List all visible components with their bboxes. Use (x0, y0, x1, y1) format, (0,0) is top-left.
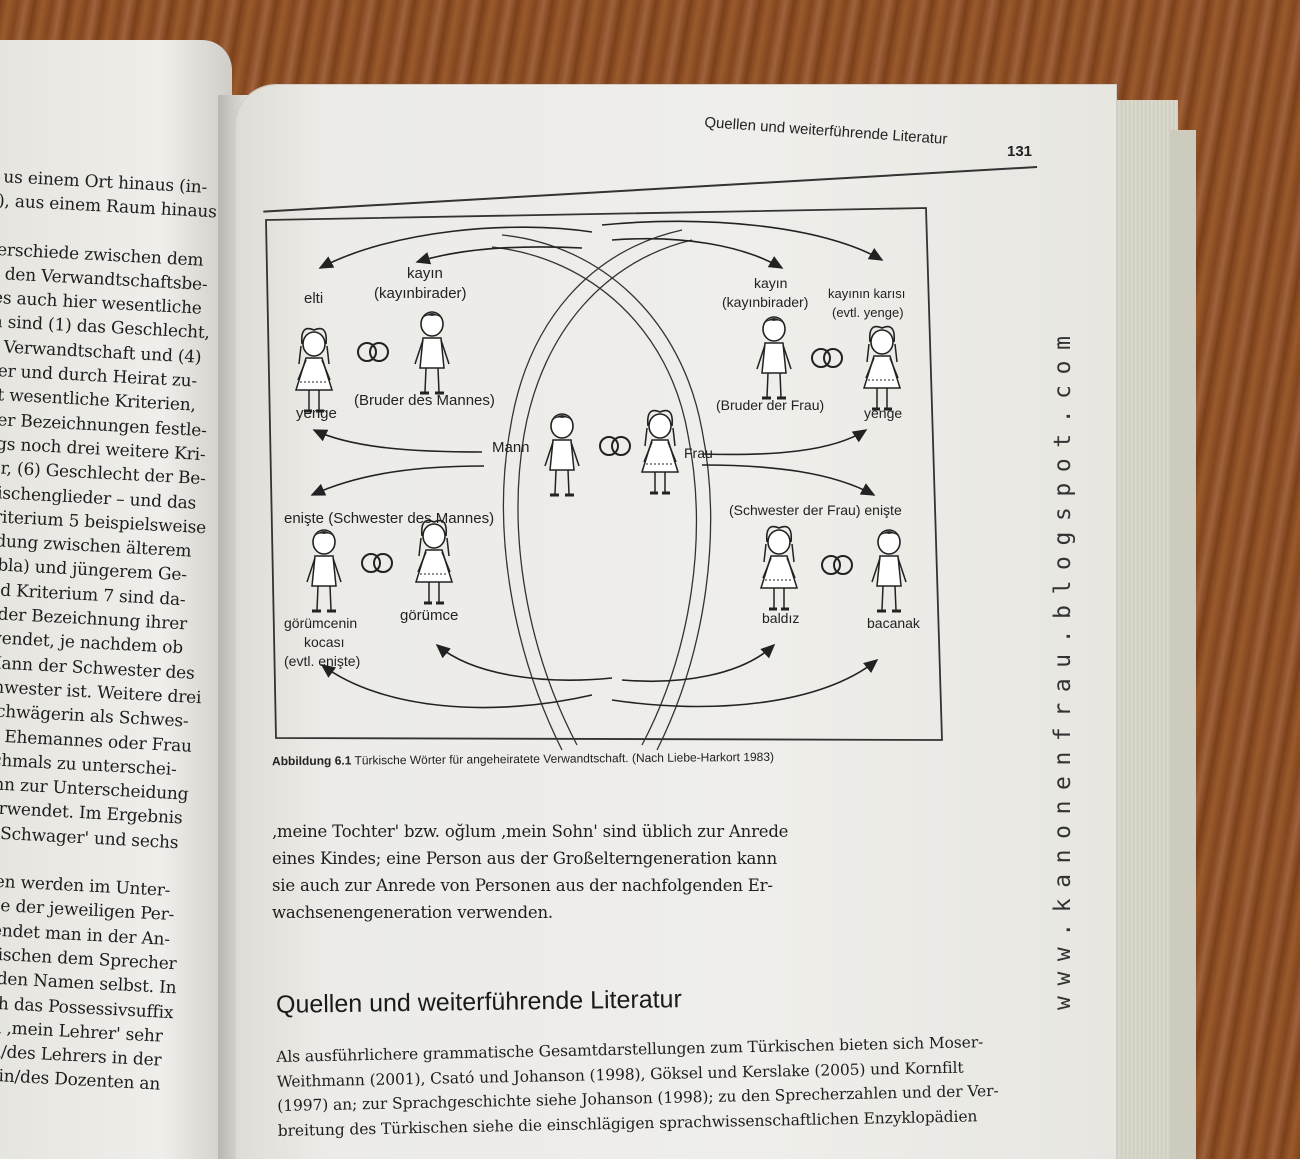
literature-paragraph: Als ausführlichere grammatische Gesamtda… (276, 1028, 1068, 1143)
label-bruder-des-mannes: (Bruder des Mannes) (354, 392, 495, 409)
arrow-baldiz (621, 643, 776, 683)
arrow-kayin-left (415, 246, 583, 265)
text-line: eines Kindes; eine Person aus der Großel… (272, 849, 777, 868)
label-kayin-left: kayın (407, 265, 443, 282)
label-bruder-der-frau: (Bruder der Frau) (716, 397, 824, 413)
arrow-gorumcenin-kocasi (320, 664, 593, 709)
label-gorumce: görümce (400, 607, 458, 624)
arrow-bacanak (611, 658, 879, 708)
rings-center (599, 436, 631, 456)
label-kocasi: kocası (304, 634, 344, 650)
page-number: 131 (1007, 143, 1033, 160)
loop-arc-3 (501, 234, 712, 751)
figure-gorumcenin-kocasi-boy (305, 528, 343, 613)
section-heading: Quellen und weiterführende Literatur (275, 985, 682, 1019)
label-kayinbirader-right: (kayınbirader) (722, 294, 808, 310)
figure-kayin-boy-right (755, 315, 793, 400)
book-cover-edge (1170, 130, 1196, 1159)
label-elti: elti (304, 290, 323, 307)
label-mann: Mann (492, 439, 530, 456)
label-baldiz: baldız (762, 610, 799, 626)
arrow-kayinin-karisi (601, 220, 884, 261)
arrow-yenge-left (312, 429, 483, 453)
text-line: ‚meine Tochter' bzw. oğlum ‚mein Sohn' s… (272, 822, 789, 841)
rings-right-top (811, 348, 843, 368)
label-yenge-right: yenge (864, 405, 902, 421)
arrow-yenge-right (701, 429, 868, 456)
kinship-diagram: elti kayın (kayınbirader) yenge (Bruder … (265, 207, 943, 751)
label-yenge-left: yenge (296, 405, 337, 422)
body-paragraph: ‚meine Tochter' bzw. oğlum ‚mein Sohn' s… (272, 818, 832, 926)
label-kayin-right: kayın (754, 275, 787, 291)
figure-bacanak-boy (870, 528, 908, 613)
loop-arc-1 (502, 229, 683, 751)
figure-kayinin-karisi-girl (862, 325, 902, 411)
label-kayinbirader-left: (kayınbirader) (374, 285, 467, 302)
arrow-kayin-right (611, 237, 784, 269)
rings-right-bottom (821, 555, 853, 575)
figure-mann-boy (543, 412, 581, 497)
page-stack (1108, 100, 1178, 1159)
label-eniste-schwester-des-mannes: enişte (Schwester des Mannes) (284, 510, 494, 527)
label-gorumcenin: görümcenin (284, 615, 357, 631)
label-evtl-eniste: (evtl. enişte) (284, 653, 360, 669)
loop-arc-4 (491, 246, 697, 746)
arrow-elti (318, 226, 593, 269)
figure-frau-girl (640, 409, 680, 495)
label-bacanak: bacanak (867, 615, 921, 631)
arrow-eniste-left (310, 465, 485, 496)
text-line: wachsenengeneration verwenden. (272, 903, 553, 922)
caption-text: Türkische Wörter für angeheiratete Verwa… (354, 749, 775, 768)
arrow-eniste-right (701, 464, 876, 496)
label-schwester-der-frau-eniste: (Schwester der Frau) enişte (729, 502, 902, 518)
left-page: us einem Ort hinaus (in-), aus einem Rau… (0, 40, 232, 1159)
label-evtl-yenge: (evtl. yenge) (832, 305, 904, 320)
rings-left-bottom (361, 553, 393, 573)
figure-gorumce-girl (414, 519, 454, 605)
text-line: sie auch zur Anrede von Personen aus der… (272, 876, 773, 895)
running-head: Quellen und weiterführende Literatur (703, 114, 948, 148)
right-page (236, 85, 1116, 1159)
loop-arc-2 (517, 239, 693, 746)
label-kayinin-karisi: kayının karısı (828, 286, 905, 301)
label-frau: Frau (684, 445, 713, 461)
figure-caption: Abbildung 6.1 Türkische Wörter für angeh… (272, 750, 774, 768)
figure-elti-girl (294, 327, 334, 413)
arrow-gorumce (435, 643, 613, 681)
watermark: www.kanonenfrau.blogspot.com (1050, 325, 1076, 1010)
rings-left-top (357, 342, 389, 362)
figure-baldiz-girl (759, 525, 799, 611)
caption-label: Abbildung 6.1 (271, 753, 352, 769)
figure-kayin-boy-left (413, 310, 451, 395)
